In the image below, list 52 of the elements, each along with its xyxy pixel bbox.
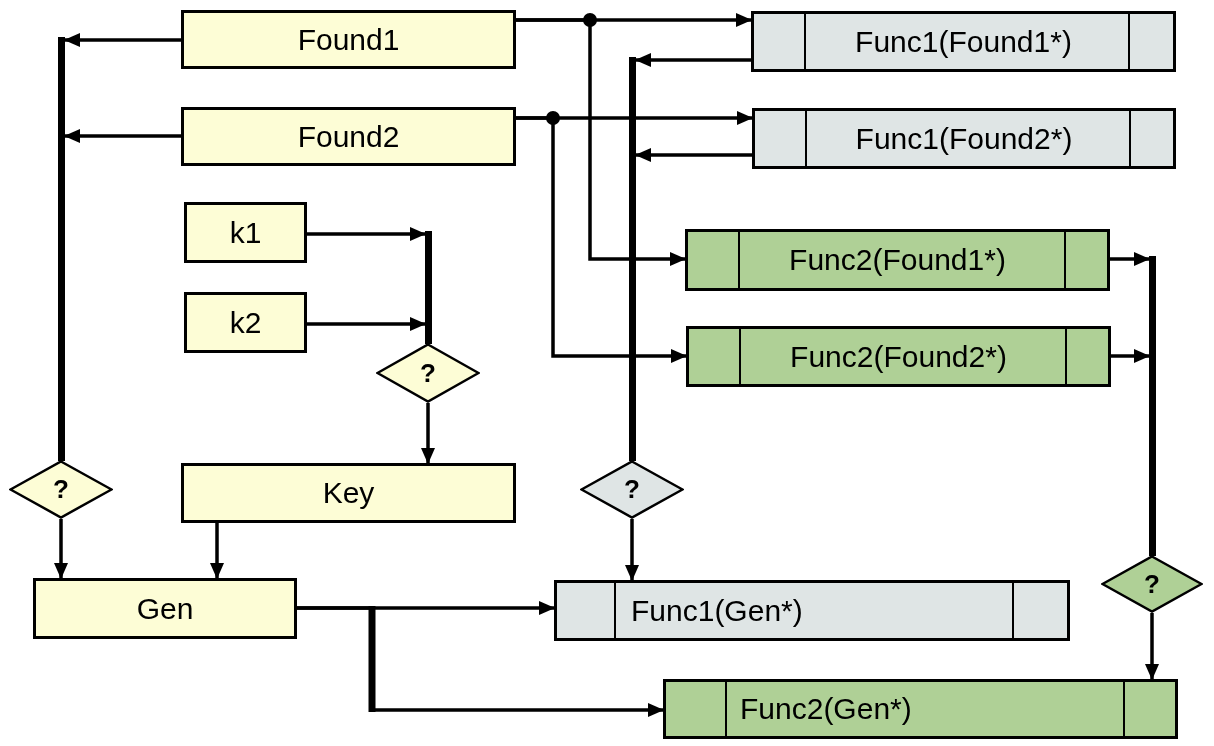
decision-label: ? (1144, 568, 1160, 600)
arrow (421, 403, 435, 464)
arrow (516, 116, 687, 363)
decision-label: ? (624, 474, 640, 505)
merge-bar (1149, 256, 1156, 556)
process-box (181, 10, 516, 69)
box-label: Gen (136, 591, 194, 626)
decision-diamond (580, 460, 684, 519)
arrow (516, 18, 686, 266)
merge-bar (629, 57, 636, 461)
arrow (297, 606, 664, 717)
arrow (210, 523, 224, 579)
process-box (181, 463, 516, 523)
function-box (686, 326, 1111, 387)
box-label: k2 (229, 305, 262, 340)
arrow (1110, 252, 1150, 266)
decision-label: ? (53, 474, 69, 505)
box-label: Func2(Gen*) (740, 692, 912, 726)
box-label: Found1 (297, 22, 400, 57)
box-label: Func1(Found2*) (855, 121, 1073, 156)
box-label: Func2(Found1*) (789, 243, 1006, 277)
process-box (181, 107, 516, 166)
process-box (184, 292, 307, 353)
function-box (685, 229, 1110, 291)
function-box (752, 108, 1176, 169)
box-label: Key (322, 476, 375, 510)
box-label: Func1(Gen*) (631, 593, 803, 628)
process-box (33, 578, 297, 639)
arrow (635, 148, 752, 162)
arrow (307, 317, 426, 331)
box-label: Found2 (297, 119, 400, 154)
decision-diamond (9, 460, 113, 519)
box-label: Func2(Found2*) (790, 339, 1007, 374)
arrow (1145, 613, 1159, 680)
decision-diamond (1101, 555, 1203, 613)
decision-diamond (376, 343, 480, 403)
arrow (64, 129, 181, 143)
arrow (64, 33, 181, 47)
box-label: k1 (229, 215, 262, 250)
function-box (554, 580, 1070, 641)
arrow (1111, 349, 1150, 363)
process-box (184, 202, 307, 263)
function-box (663, 679, 1178, 739)
decision-label: ? (420, 357, 436, 389)
arrow (625, 519, 639, 581)
function-box (751, 11, 1176, 72)
merge-bar (425, 231, 432, 344)
arrow (54, 519, 68, 579)
arrow (307, 227, 426, 241)
box-label: Func1(Found1*) (855, 24, 1072, 59)
arrow (635, 53, 751, 67)
merge-bar (58, 37, 65, 461)
